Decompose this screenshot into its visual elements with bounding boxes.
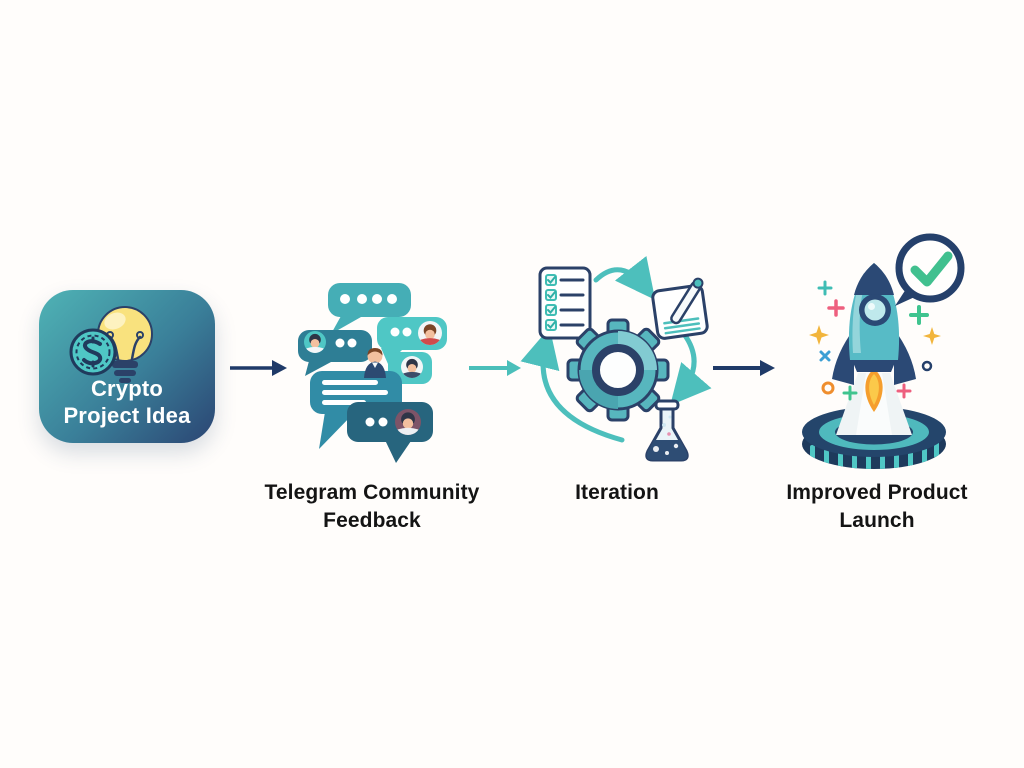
gear-icon: [566, 318, 670, 422]
crypto-coin-icon: [69, 328, 117, 376]
step-label-launch: Improved Product Launch: [757, 479, 997, 535]
telegram-label-line2: Feedback: [323, 509, 421, 532]
launch-label-line1: Improved Product: [786, 481, 968, 504]
rocket-flame: [865, 369, 883, 412]
cycle-arrows-icon: [520, 255, 712, 443]
telegram-label-line1: Telegram Community: [264, 481, 480, 504]
rocket-icon: [832, 263, 916, 385]
chat-bubble-left: [298, 330, 372, 376]
launch-label-line2: Launch: [839, 509, 915, 532]
iteration-cycle: [520, 255, 712, 462]
crypto-card-label-line1: Crypto: [90, 376, 164, 401]
iteration-label-line1: Iteration: [575, 481, 659, 504]
avatar-woman-white: [401, 356, 423, 378]
checklist-icon: [538, 266, 592, 340]
flow-arrow-3: [713, 360, 775, 376]
note-pen-icon: [651, 277, 709, 340]
idea-icons: [69, 306, 153, 383]
sparkles-icon: [809, 280, 941, 401]
chat-bubble-top: [328, 283, 411, 334]
step-label-telegram: Telegram Community Feedback: [252, 479, 492, 535]
checkmark-badge-icon: [895, 233, 965, 306]
chat-bubble-bottom-right: [347, 402, 433, 463]
rocket-launch: [802, 233, 965, 469]
crypto-card-label: Crypto Project Idea: [39, 375, 215, 429]
flow-arrow-2: [469, 360, 521, 376]
crypto-project-idea-card: Crypto Project Idea: [39, 290, 215, 443]
flask-icon: [645, 399, 689, 462]
step-label-iteration: Iteration: [517, 479, 717, 507]
chat-bubbles-icon: [298, 283, 447, 463]
flow-arrow-1: [230, 360, 287, 376]
chat-bubble-right-top: [377, 317, 447, 364]
crypto-card-label-line2: Project Idea: [63, 403, 191, 428]
chat-bubble-right-mid: [388, 352, 432, 384]
avatar-man-suit: [364, 348, 386, 378]
